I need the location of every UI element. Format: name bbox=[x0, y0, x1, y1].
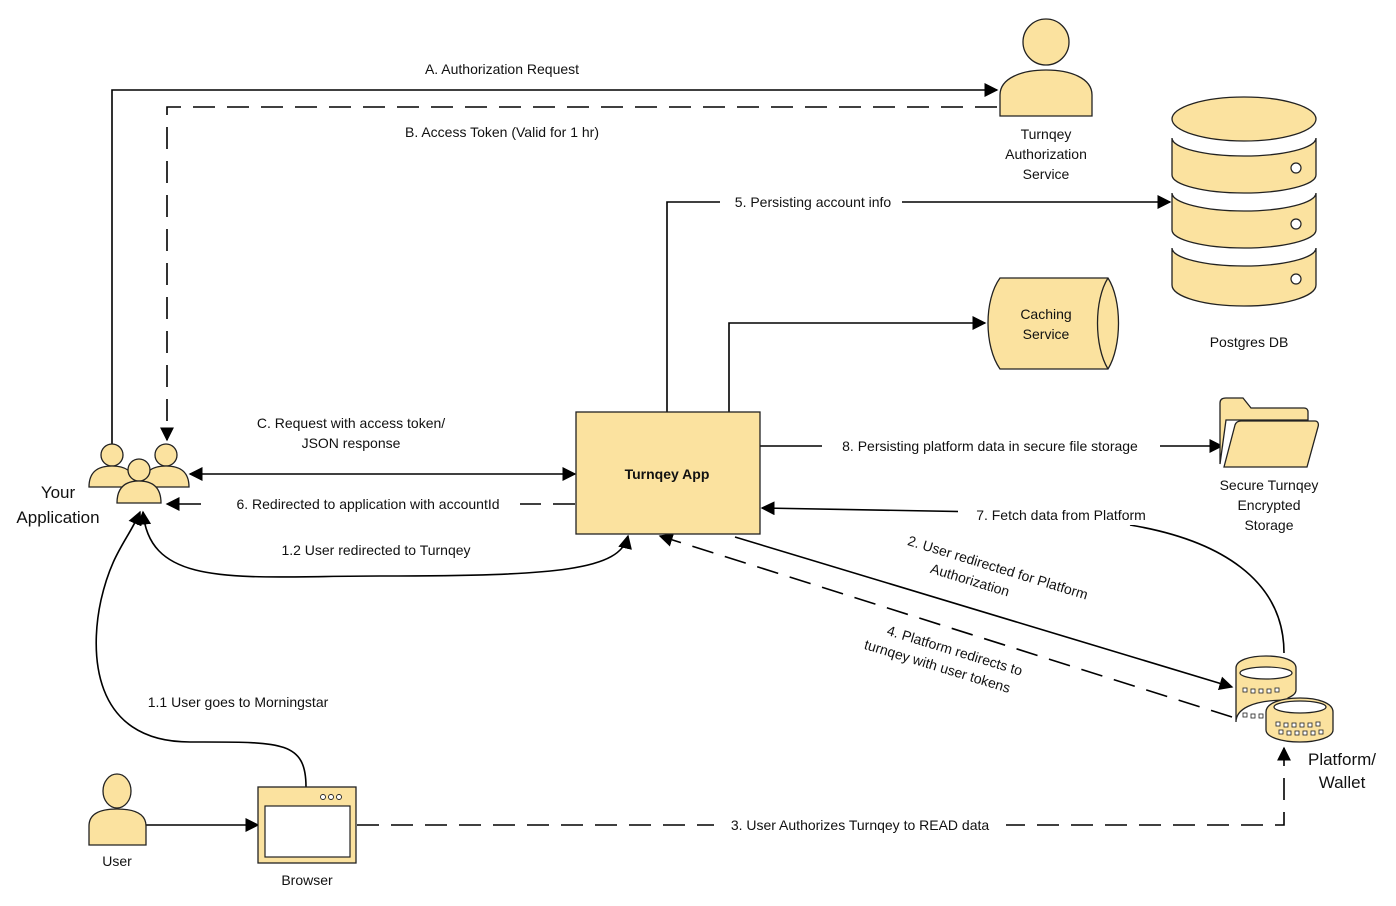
label-b: B. Access Token (Valid for 1 hr) bbox=[405, 124, 599, 140]
secure-storage-label-3: Storage bbox=[1244, 517, 1293, 533]
secure-storage-label-2: Encrypted bbox=[1237, 497, 1300, 513]
user-label: User bbox=[102, 853, 132, 869]
label-a: A. Authorization Request bbox=[425, 61, 579, 77]
turnqey-app-box bbox=[575, 411, 761, 535]
user-node[interactable]: User bbox=[88, 773, 147, 869]
caching-label-1: Caching bbox=[1020, 306, 1071, 322]
edge-1-2-redirected-to-turnqey bbox=[137, 510, 632, 578]
secure-storage-node[interactable]: Secure Turnqey Encrypted Storage bbox=[1219, 397, 1320, 533]
edge-1-1-user-goes bbox=[95, 510, 307, 788]
auth-service-label-1: Turnqey bbox=[1021, 126, 1072, 142]
edge-to-caching bbox=[728, 316, 987, 412]
browser-label: Browser bbox=[281, 872, 333, 888]
label-8: 8. Persisting platform data in secure fi… bbox=[842, 438, 1138, 454]
secure-storage-label-1: Secure Turnqey bbox=[1220, 477, 1319, 493]
your-application-label-1: Your bbox=[41, 483, 76, 502]
postgres-label: Postgres DB bbox=[1210, 334, 1289, 350]
label-7: 7. Fetch data from Platform bbox=[976, 507, 1146, 523]
person-icon bbox=[88, 773, 147, 846]
caching-label-2: Service bbox=[1023, 326, 1070, 342]
turnqey-app-label: Turnqey App bbox=[625, 466, 710, 482]
platform-wallet-node[interactable]: Platform/ Wallet bbox=[1235, 655, 1376, 792]
turnqey-app-node[interactable]: Turnqey App bbox=[575, 411, 761, 535]
edge-2-redirect-platform-auth bbox=[734, 536, 1234, 691]
users-group-icon bbox=[88, 443, 190, 504]
auth-service-node[interactable]: Turnqey Authorization Service bbox=[999, 18, 1093, 182]
auth-service-label-3: Service bbox=[1023, 166, 1070, 182]
label-5: 5. Persisting account info bbox=[735, 194, 892, 210]
postgres-db-node[interactable]: Postgres DB bbox=[1171, 96, 1317, 350]
cache-drum-icon bbox=[987, 277, 1120, 370]
person-icon bbox=[999, 18, 1093, 117]
platform-label-1: Platform/ bbox=[1308, 750, 1376, 769]
coins-icon bbox=[1235, 655, 1334, 743]
edge-5-persisting-account-info bbox=[666, 195, 1172, 412]
edge-b-access-token bbox=[160, 106, 997, 442]
label-3: 3. User Authorizes Turnqey to READ data bbox=[731, 817, 990, 833]
label-1-1: 1.1 User goes to Morningstar bbox=[148, 694, 329, 710]
edge-a-authorization-request bbox=[111, 83, 999, 448]
auth-service-label-2: Authorization bbox=[1005, 146, 1087, 162]
label-c-line1: C. Request with access token/ bbox=[257, 415, 445, 431]
label-1-2: 1.2 User redirected to Turnqey bbox=[281, 542, 470, 558]
label-6: 6. Redirected to application with accoun… bbox=[236, 496, 499, 512]
platform-label-2: Wallet bbox=[1319, 773, 1366, 792]
folder-icon bbox=[1219, 397, 1320, 468]
edge-3-user-authorizes bbox=[357, 746, 1291, 826]
caching-service-node[interactable]: Caching Service bbox=[987, 277, 1120, 370]
label-c-line2: JSON response bbox=[302, 435, 401, 451]
your-application-label-2: Application bbox=[16, 508, 99, 527]
database-icon bbox=[1171, 96, 1317, 307]
browser-node[interactable]: Browser bbox=[257, 786, 357, 888]
browser-window-icon bbox=[257, 786, 357, 864]
your-application-node[interactable]: Your Application bbox=[16, 443, 190, 527]
